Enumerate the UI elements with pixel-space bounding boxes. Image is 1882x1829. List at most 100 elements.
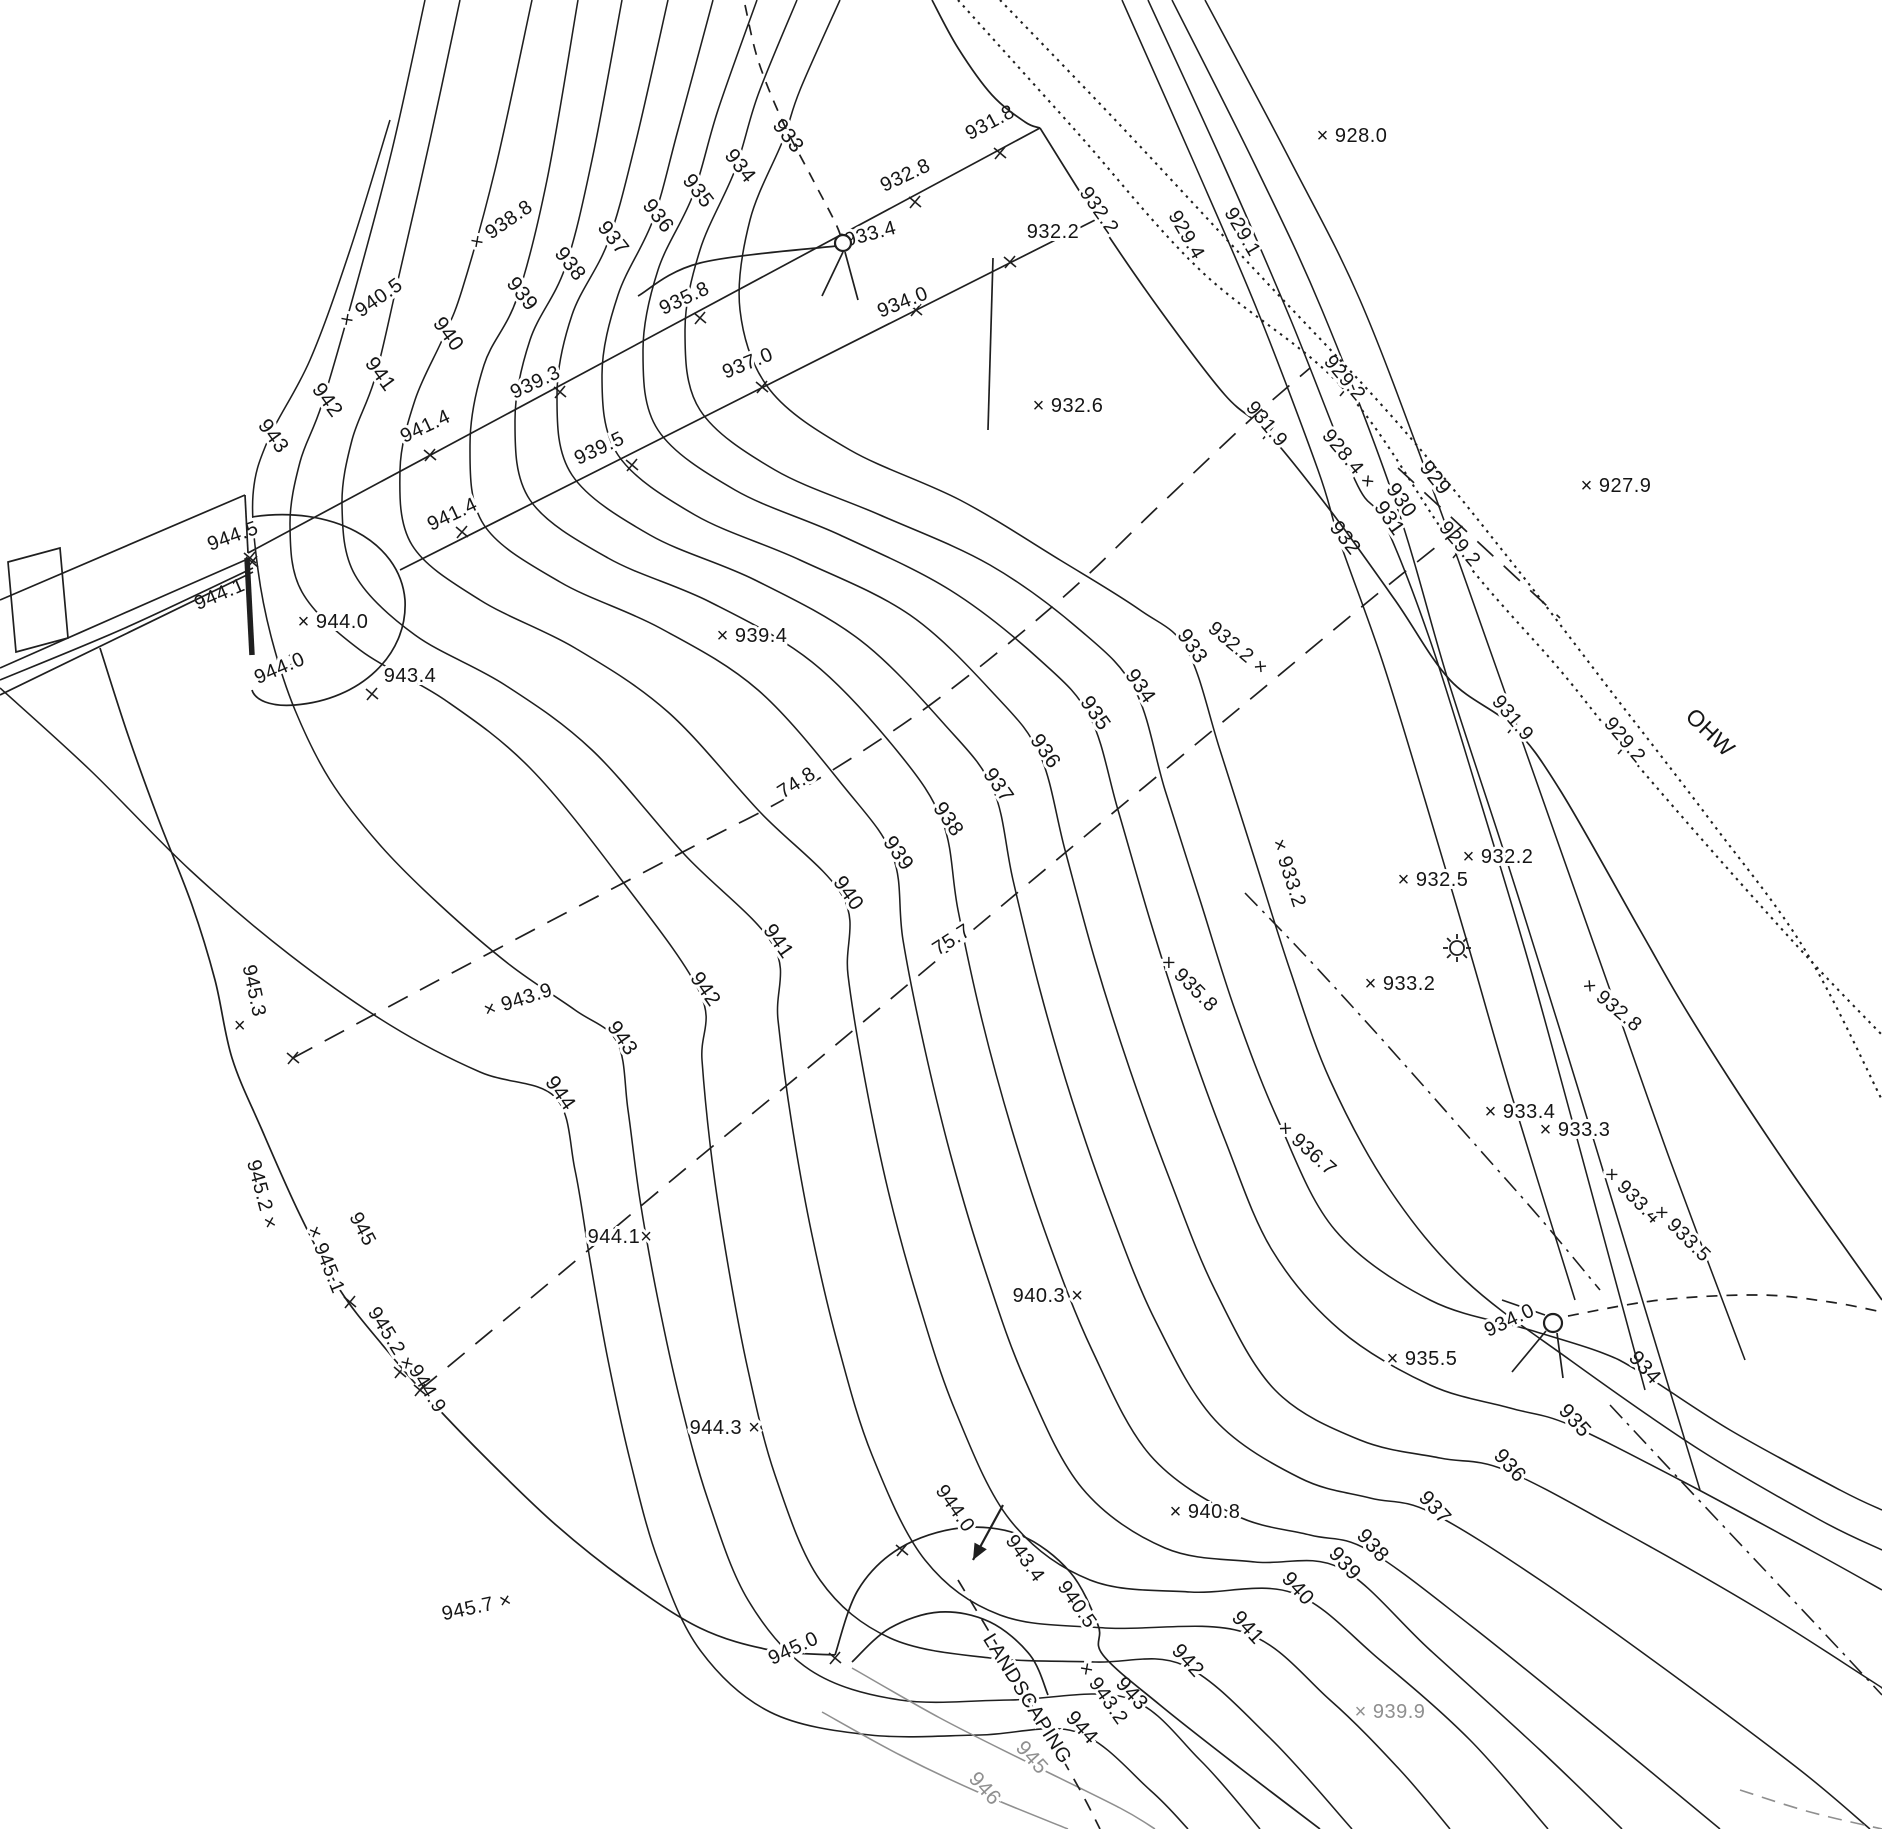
manhole-dashed-east-line <box>1567 1294 1882 1317</box>
spot-elevation-label: × 932.5 <box>1398 869 1469 891</box>
contour-label-932: 932 <box>1325 517 1366 560</box>
contour-936-line <box>601 0 1882 1689</box>
contour-945-line <box>851 1667 1156 1829</box>
traverse-upper-line <box>247 127 1041 554</box>
ohw-label: OHW <box>1681 703 1741 762</box>
station-label: 932.2 <box>1027 221 1080 243</box>
station-label: 929.2 <box>1319 351 1370 405</box>
guy-wire-2-line <box>844 251 859 301</box>
station-label: 932.2 <box>1075 183 1123 239</box>
contour-label-942: 942 <box>685 968 725 1011</box>
station-label: 929.2 <box>1599 713 1650 767</box>
contour-label-934: 934 <box>1120 665 1160 708</box>
spot-elevation-label: × 932.2 <box>1463 846 1534 868</box>
tick-mark <box>288 653 302 667</box>
spot-elevation-label: × 939.4 <box>717 625 788 647</box>
contour-label-943: 943 <box>253 415 293 458</box>
station-label: 944.9 <box>404 1361 451 1417</box>
station-label: 945 <box>344 1209 380 1250</box>
sun-ray <box>1462 937 1468 943</box>
tick-mark <box>993 146 1007 160</box>
contour-label-941: 941 <box>1227 1606 1269 1649</box>
pole-drop-line-line <box>987 257 994 431</box>
spot-elevation-label: 945.2 × <box>242 1157 282 1231</box>
contour-label-934: 934 <box>1624 1346 1666 1389</box>
guy-wire-1-line <box>821 251 844 297</box>
sun-icon <box>1449 940 1465 956</box>
spot-elevation-label: × 940.8 <box>1170 1501 1241 1523</box>
contour-label-942: 942 <box>307 379 347 422</box>
road-edge-1-line <box>0 494 246 601</box>
station-label: 945.0 <box>765 1627 822 1669</box>
sun-ray <box>1446 937 1452 943</box>
spot-elevation-label: × 928.0 <box>1317 125 1388 147</box>
contour-943-line <box>251 119 1261 1829</box>
spot-elevation-label: × <box>234 1015 246 1037</box>
contour-label-940: 940 <box>1277 1567 1319 1610</box>
contour-label-939: 939 <box>502 273 543 316</box>
spot-elevation-label: × 932.8 <box>1578 974 1646 1036</box>
arrow-head <box>973 1542 987 1560</box>
top-curve-line <box>931 0 1041 129</box>
ohw-dotted-1-line <box>957 0 1882 1036</box>
spot-elevation-label: × 932.6 <box>1033 395 1104 417</box>
contour-940-line <box>399 0 1549 1829</box>
tick-mark <box>423 448 437 462</box>
spot-elevation-label: 940.3 × <box>1013 1285 1084 1307</box>
spot-elevation-label: × 933.4 <box>1485 1101 1556 1123</box>
spot-elevation-label: × 939.9 <box>1355 1701 1426 1723</box>
contour-label-937: 937 <box>593 217 634 260</box>
station-label: 945.2 × <box>363 1303 419 1375</box>
contour-930-line <box>1171 0 1701 1491</box>
cul-de-sac-bulb <box>251 513 406 707</box>
contour-944-line <box>0 687 1189 1829</box>
left-box <box>7 546 69 654</box>
property-dashed-3-line <box>1397 467 1561 619</box>
tick-mark <box>1506 720 1520 734</box>
contour-939-line <box>469 0 1623 1829</box>
tick-mark <box>908 195 922 209</box>
spot-elevation-label: × 935.8 <box>1156 951 1222 1017</box>
property-dashed-1-line <box>292 367 1311 1059</box>
contour-929-line <box>1204 0 1746 1361</box>
dimension-label: 74.8 <box>774 763 820 804</box>
spot-elevation-label: 945.7 × <box>440 1589 514 1625</box>
spot-elevation-label: × 933.5 <box>1649 1201 1715 1267</box>
contour-label-934: 934 <box>720 145 761 188</box>
sun-ray <box>1462 953 1468 959</box>
contour-935-line <box>642 0 1882 1591</box>
station-label: 931.9 <box>1487 691 1538 745</box>
dimension-label: 75.7 <box>929 920 975 961</box>
contour-label-943: 943 <box>602 1017 642 1060</box>
walk-edge-2-line <box>0 567 254 681</box>
contour-label-938: 938 <box>550 243 591 286</box>
spot-elevation-label: × 933.3 <box>1540 1119 1611 1141</box>
spot-elevation-label: × 943.9 <box>481 979 555 1022</box>
spot-elevation-label: 944.1× <box>588 1226 653 1248</box>
station-label: 941.4 <box>397 405 454 447</box>
tick-mark <box>909 303 923 317</box>
contour-label-935: 935 <box>1075 692 1115 735</box>
spot-elevation-label: 945.3 <box>238 963 270 1019</box>
spot-elevation-label: × 944.0 <box>298 611 369 633</box>
contour-label-941: 941 <box>758 920 798 963</box>
landscaping-arc-line <box>834 1526 1321 1829</box>
spot-elevation-label: 929.4 <box>1164 207 1209 264</box>
contour-label-929: 929 <box>1415 457 1456 500</box>
utility-pole-icon <box>833 233 853 253</box>
boundary-left-line <box>99 647 836 1656</box>
spot-elevation-label: 934.0 <box>1481 1299 1538 1341</box>
spot-elevation-label: × 933.2 <box>1267 836 1310 910</box>
contour-label-944: 944 <box>540 1072 580 1115</box>
tick-mark <box>1616 741 1630 755</box>
tick-mark <box>895 1543 909 1557</box>
manhole-leg-1-line <box>1511 1330 1547 1373</box>
landscaping-dashed-line <box>957 1579 1101 1829</box>
contour-933-line <box>738 0 1882 1551</box>
bank-line-line <box>1039 127 1882 1301</box>
tick-mark <box>455 525 469 539</box>
contour-label-940: 940 <box>428 313 468 356</box>
station-label: 931.8 <box>962 101 1019 145</box>
traverse-lower-line <box>399 214 1106 571</box>
tick-mark <box>828 1651 842 1665</box>
